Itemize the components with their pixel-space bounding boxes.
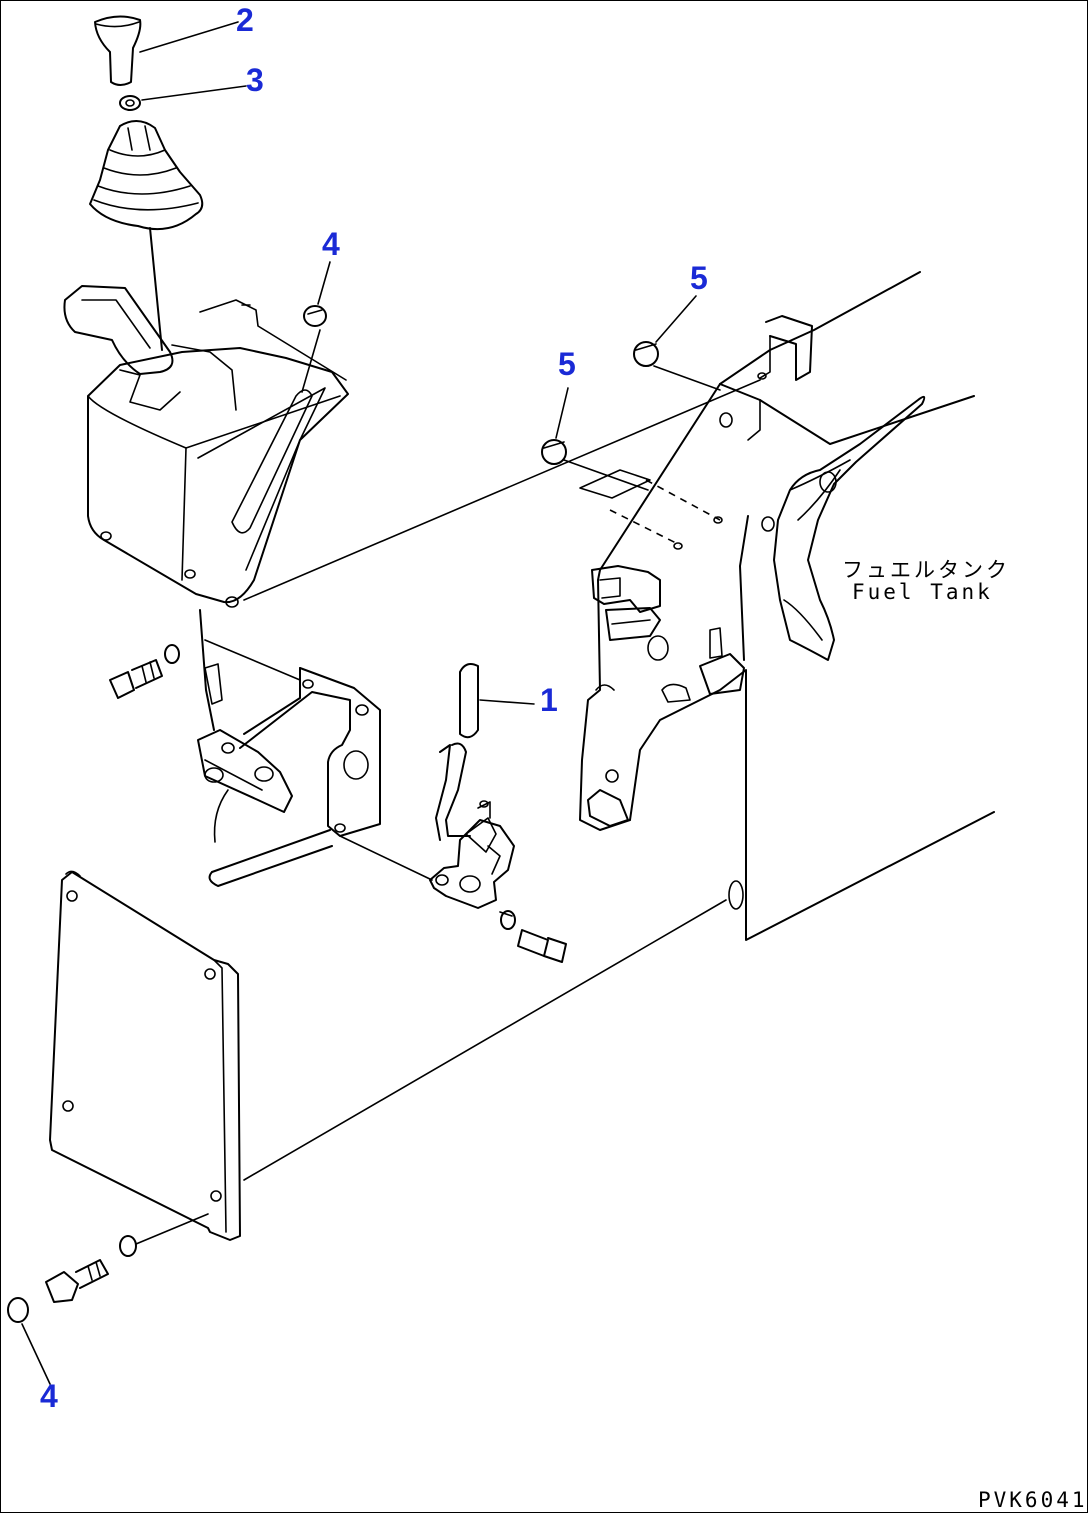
lever-rod xyxy=(149,227,163,351)
drawing-code: PVK6041 xyxy=(978,1488,1088,1512)
assembly-line-b xyxy=(609,509,681,546)
bolt-right xyxy=(500,910,567,963)
callout-2: 2 xyxy=(236,2,254,38)
leader-2 xyxy=(139,21,239,53)
grommet-lower xyxy=(7,1297,29,1323)
leader-5-lower xyxy=(555,387,569,439)
console-cover xyxy=(63,285,349,608)
fuel-tank-label-jp: フュエルタンク xyxy=(842,558,1010,582)
fuel-tank-label-en: Fuel Tank xyxy=(852,580,993,604)
valve-lever xyxy=(429,742,515,909)
leader-4-lower xyxy=(21,1323,51,1385)
assembly-line-console xyxy=(243,379,761,601)
grommet-upper xyxy=(303,305,327,327)
bolt-left xyxy=(109,644,180,699)
leader-1 xyxy=(479,699,535,705)
callout-1: 1 xyxy=(540,682,558,718)
fuel-tank-panel xyxy=(579,271,995,941)
grommet-5-upper xyxy=(633,341,659,367)
callout-5-upper: 5 xyxy=(690,260,708,296)
lever-grip xyxy=(459,663,479,739)
assembly-line-a xyxy=(645,479,721,521)
callout-3: 3 xyxy=(246,62,264,98)
nut-part xyxy=(119,95,141,111)
linkage-bracket xyxy=(197,609,381,887)
callout-4-upper: 4 xyxy=(322,226,340,262)
leader-3 xyxy=(141,85,247,101)
leader-4-upper xyxy=(317,261,331,305)
bolt-bottom xyxy=(45,1235,137,1303)
leader-5-upper xyxy=(655,295,697,343)
cover-plate xyxy=(49,870,241,1241)
grommet-5-lower xyxy=(541,439,567,465)
callout-4-lower: 4 xyxy=(40,1378,58,1414)
boot-part xyxy=(89,120,204,231)
callout-5-lower: 5 xyxy=(558,346,576,382)
knob-part xyxy=(94,15,142,86)
